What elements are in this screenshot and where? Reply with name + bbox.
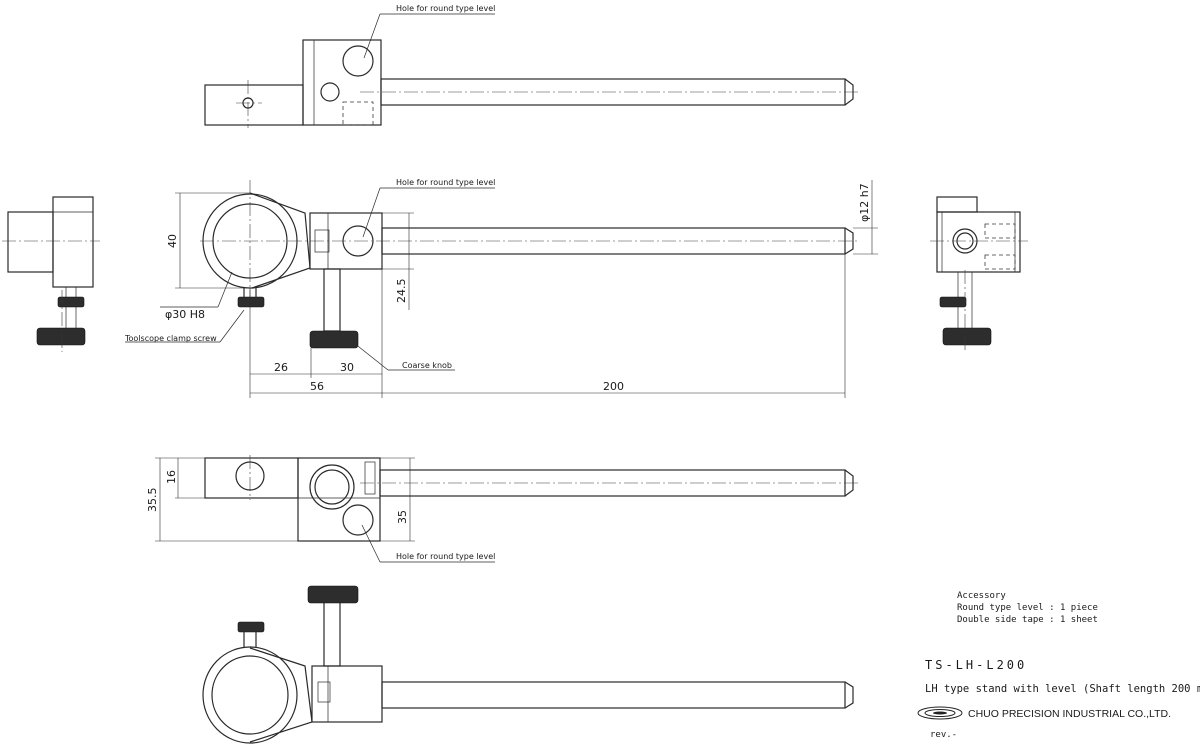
accessory-line-1: Round type level : 1 piece xyxy=(957,603,1098,613)
part-description: LH type stand with level (Shaft length 2… xyxy=(925,683,1200,695)
left-side-view xyxy=(2,196,100,352)
top-view: Hole for round type level xyxy=(204,4,860,128)
part-number: TS-LH-L200 xyxy=(925,658,1027,672)
notes-block: Accessory Round type level : 1 piece Dou… xyxy=(957,591,1098,625)
company-name: CHUO PRECISION INDUSTRIAL CO.,LTD. xyxy=(968,708,1171,720)
dim-26: 26 xyxy=(274,361,288,374)
revision: rev.- xyxy=(930,730,957,740)
callout-hole-top: Hole for round type level xyxy=(396,4,495,13)
callout-clamp-screw: Toolscope clamp screw xyxy=(124,334,217,343)
callout-hole-plan: Hole for round type level xyxy=(396,552,495,561)
plan-view: 16 35.5 35 Hole for round type level xyxy=(146,455,860,563)
dim-35: 35 xyxy=(396,510,409,524)
right-side-view xyxy=(930,196,1028,352)
dim-200: 200 xyxy=(603,380,624,393)
dim-shaft: φ12 h7 xyxy=(858,183,871,222)
dim-56: 56 xyxy=(310,380,324,393)
dim-40: 40 xyxy=(166,234,179,248)
accessory-heading: Accessory xyxy=(957,591,1006,601)
company-logo-icon xyxy=(917,706,963,720)
isometric-view xyxy=(202,585,854,744)
title-block: TS-LH-L200 LH type stand with level (Sha… xyxy=(917,658,1200,740)
dim-24-5: 24.5 xyxy=(395,279,408,304)
dim-bore: φ30 H8 xyxy=(165,308,205,321)
callout-coarse-knob: Coarse knob xyxy=(402,361,452,370)
accessory-line-2: Double side tape : 1 sheet xyxy=(957,615,1098,625)
front-view: 40 φ30 H8 Hole for round type level 24.5… xyxy=(124,178,878,398)
dim-35-5: 35.5 xyxy=(146,488,159,513)
dim-30: 30 xyxy=(340,361,354,374)
callout-hole-front: Hole for round type level xyxy=(396,178,495,187)
dim-16: 16 xyxy=(165,470,178,484)
